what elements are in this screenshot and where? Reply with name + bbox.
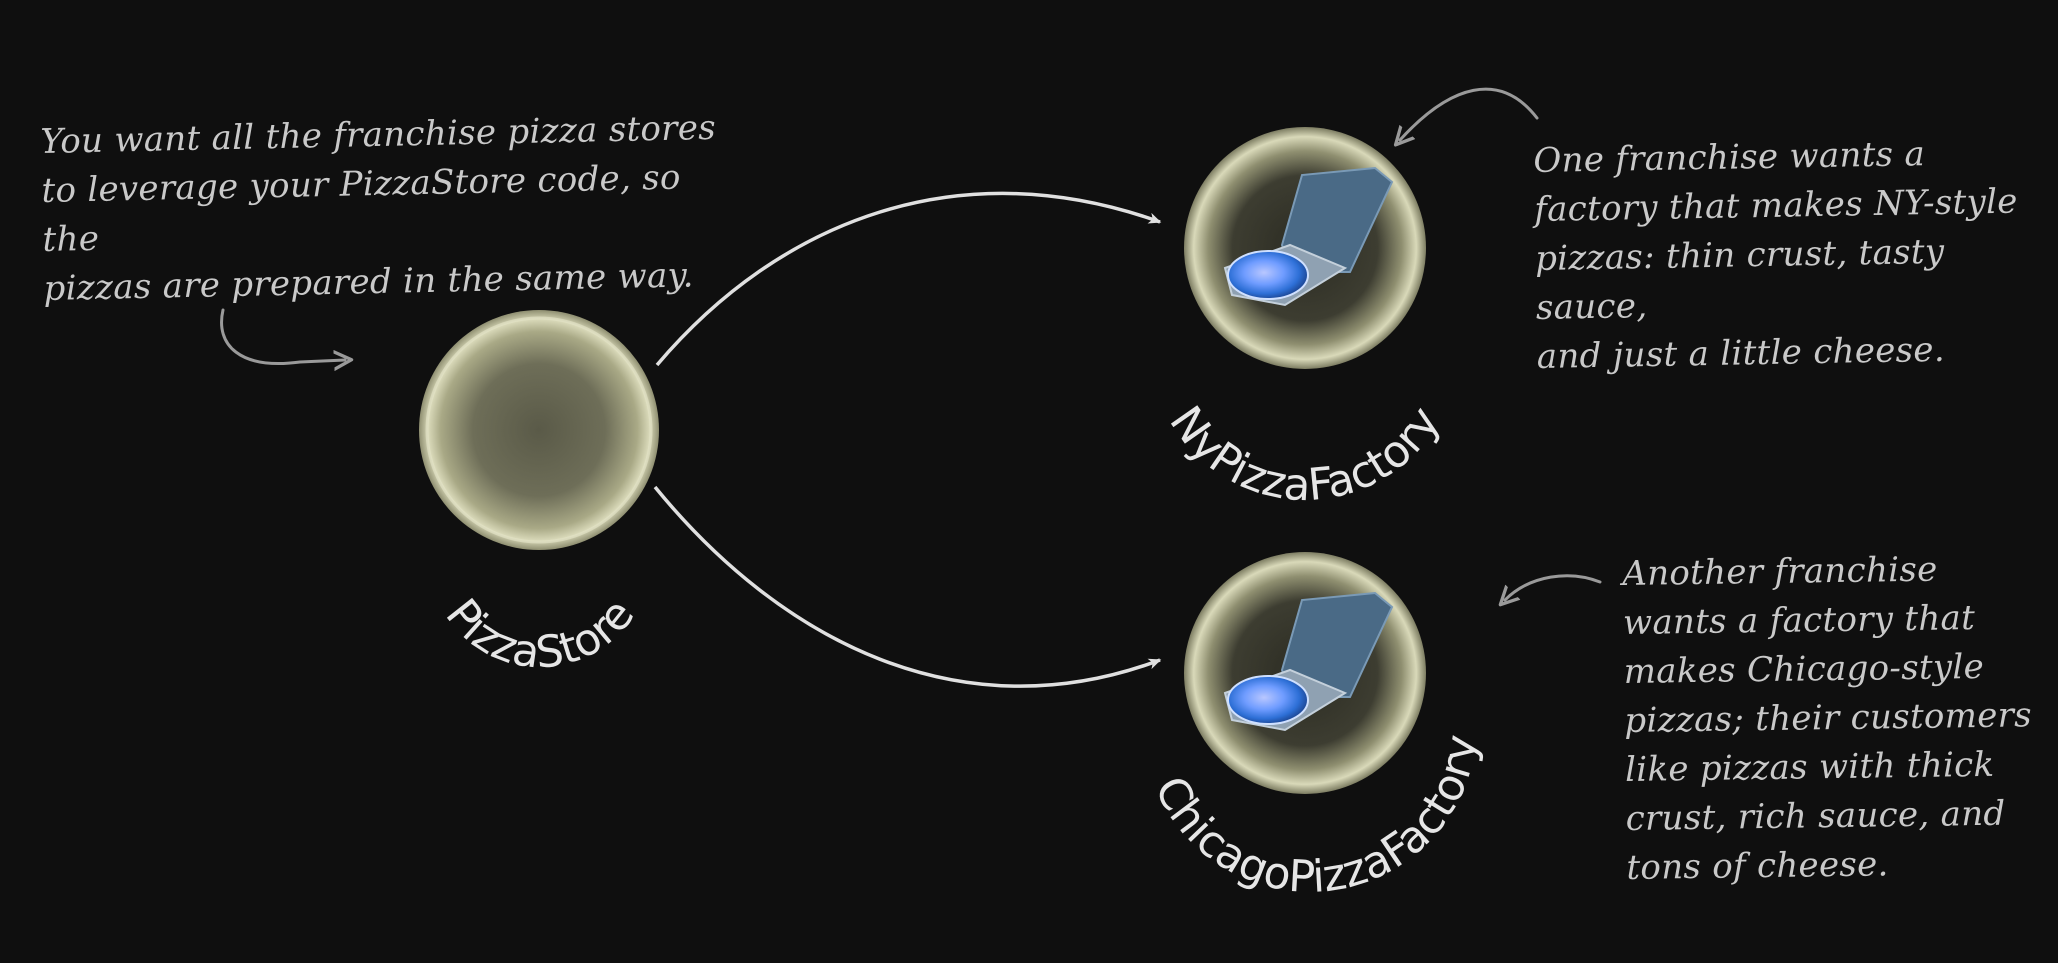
pizza-box-icon xyxy=(1223,591,1394,732)
node-chicago-factory: ChicagoPizzaFactory xyxy=(1144,552,1488,903)
pizza-dough-circle-icon xyxy=(419,310,659,550)
node-ny-factory: NyPizzaFactory xyxy=(1159,127,1450,511)
pizza-box-icon xyxy=(1223,166,1394,307)
pointer-arrow-left-icon xyxy=(220,308,345,363)
pointer-arrow-chicago-icon xyxy=(1505,574,1602,600)
pointer-arrow-ny-icon xyxy=(1400,87,1539,140)
node-label-pizza-store: PizzaStore xyxy=(436,589,645,678)
node-label-ny-factory: NyPizzaFactory xyxy=(1159,397,1450,511)
node-pizza-store: PizzaStore xyxy=(419,310,659,679)
arrow-pizzastore-to-chicago xyxy=(653,485,1162,688)
arrow-pizzastore-to-ny xyxy=(655,191,1162,367)
